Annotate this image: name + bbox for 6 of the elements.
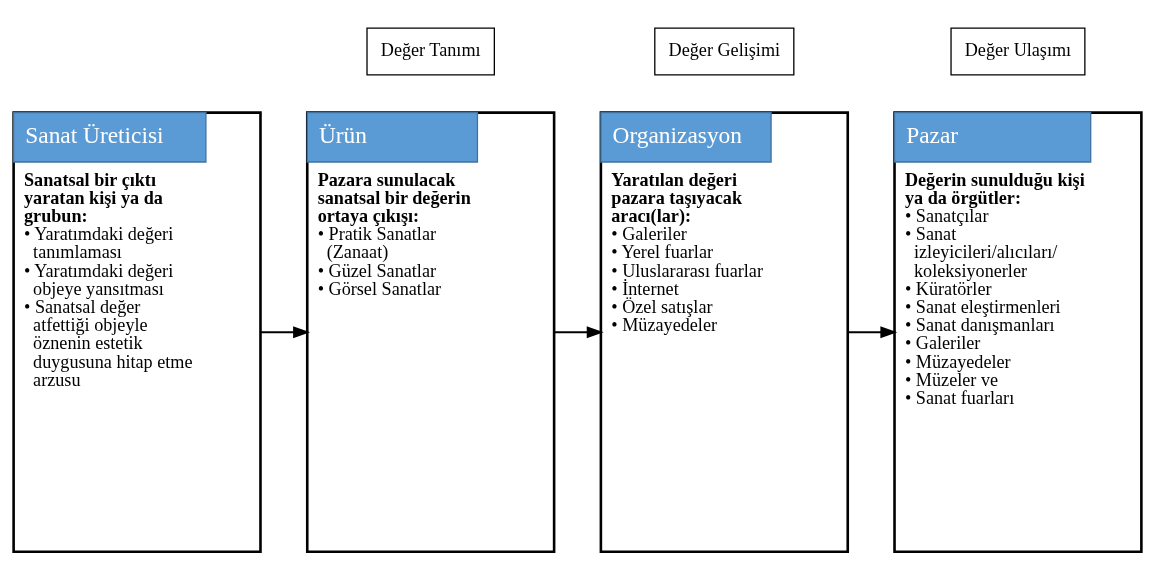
node-box: Değer Ulaşımı (950, 27, 1086, 76)
node-box: Değer Tanımı (366, 27, 495, 76)
arrow (553, 325, 604, 338)
node-box: Değer Gelişimi (654, 27, 795, 76)
arrow (846, 325, 898, 338)
arrow (259, 325, 311, 338)
